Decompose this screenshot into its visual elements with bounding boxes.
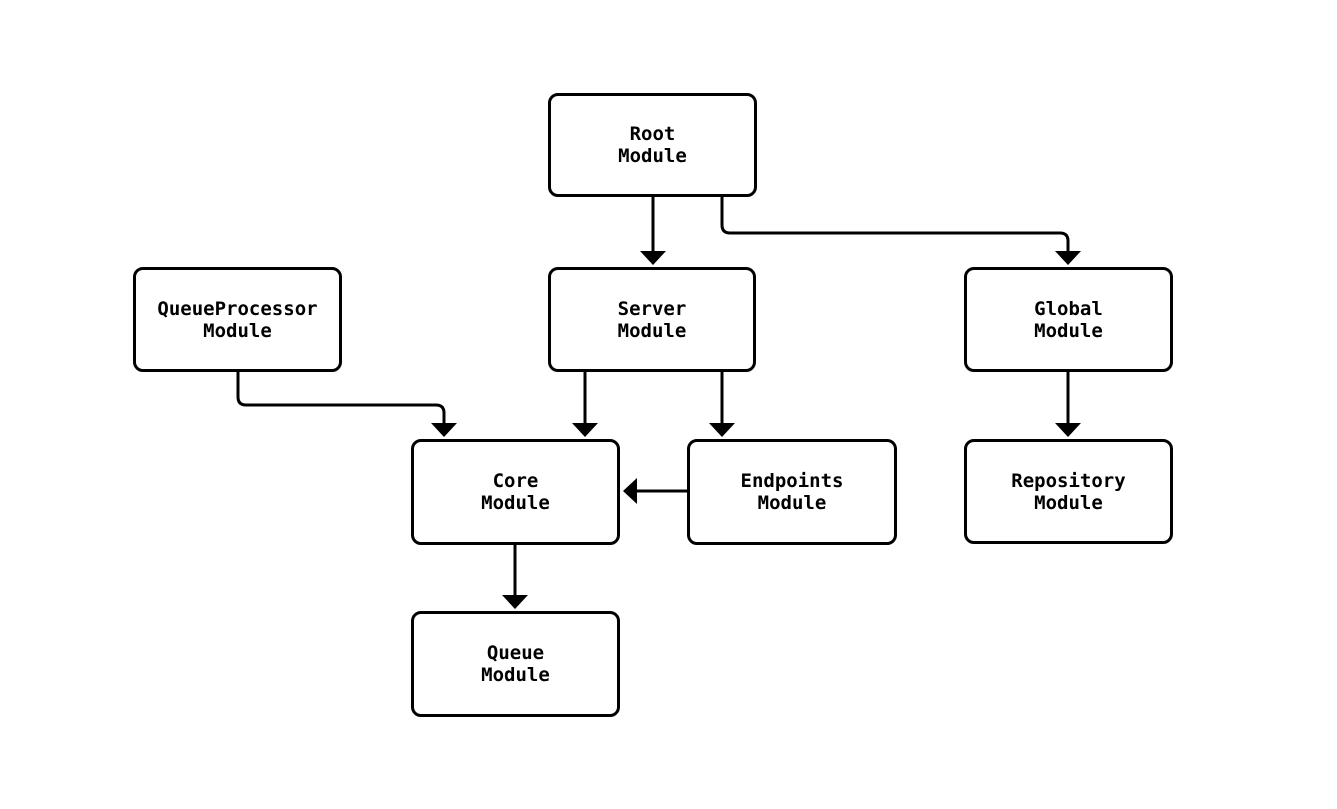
node-label: Repository	[1011, 469, 1126, 492]
node-label: Queue	[486, 642, 545, 664]
node-label: Module	[481, 664, 550, 686]
arrowhead-icon	[623, 478, 637, 504]
node-label: Module	[1034, 491, 1103, 514]
node-label: Module	[203, 319, 272, 342]
edge-core-to-queue	[502, 545, 528, 609]
node-label: Endpoints	[740, 470, 844, 492]
arrowhead-icon	[1055, 251, 1081, 265]
edge-global-to-repository	[1055, 372, 1081, 437]
arrowhead-icon	[1055, 423, 1081, 437]
node-label: Module	[481, 492, 550, 514]
node-label: Root	[629, 123, 676, 145]
arrowhead-icon	[572, 423, 598, 437]
edge-line	[720, 197, 1070, 254]
edge-server-to-core	[572, 372, 598, 437]
node-label: QueueProcessor	[157, 297, 318, 320]
node-label: Core	[492, 470, 539, 492]
arrowhead-icon	[640, 251, 666, 265]
node-label: Server	[617, 297, 687, 320]
edge-line	[236, 372, 446, 426]
arrowhead-icon	[709, 423, 735, 437]
edge-queueprocessor-to-core	[236, 372, 457, 437]
edge-endpoints-to-core	[623, 478, 687, 504]
node-label: Global	[1034, 297, 1103, 320]
edge-root-to-global	[720, 197, 1081, 265]
arrowhead-icon	[431, 423, 457, 437]
edge-server-to-endpoints	[709, 372, 735, 437]
node-label: Module	[1034, 319, 1103, 342]
node-label: Module	[757, 492, 827, 514]
node-label: Module	[618, 145, 687, 167]
arrowhead-icon	[502, 595, 528, 609]
node-label: Module	[617, 319, 687, 342]
edge-root-to-server	[640, 197, 666, 265]
